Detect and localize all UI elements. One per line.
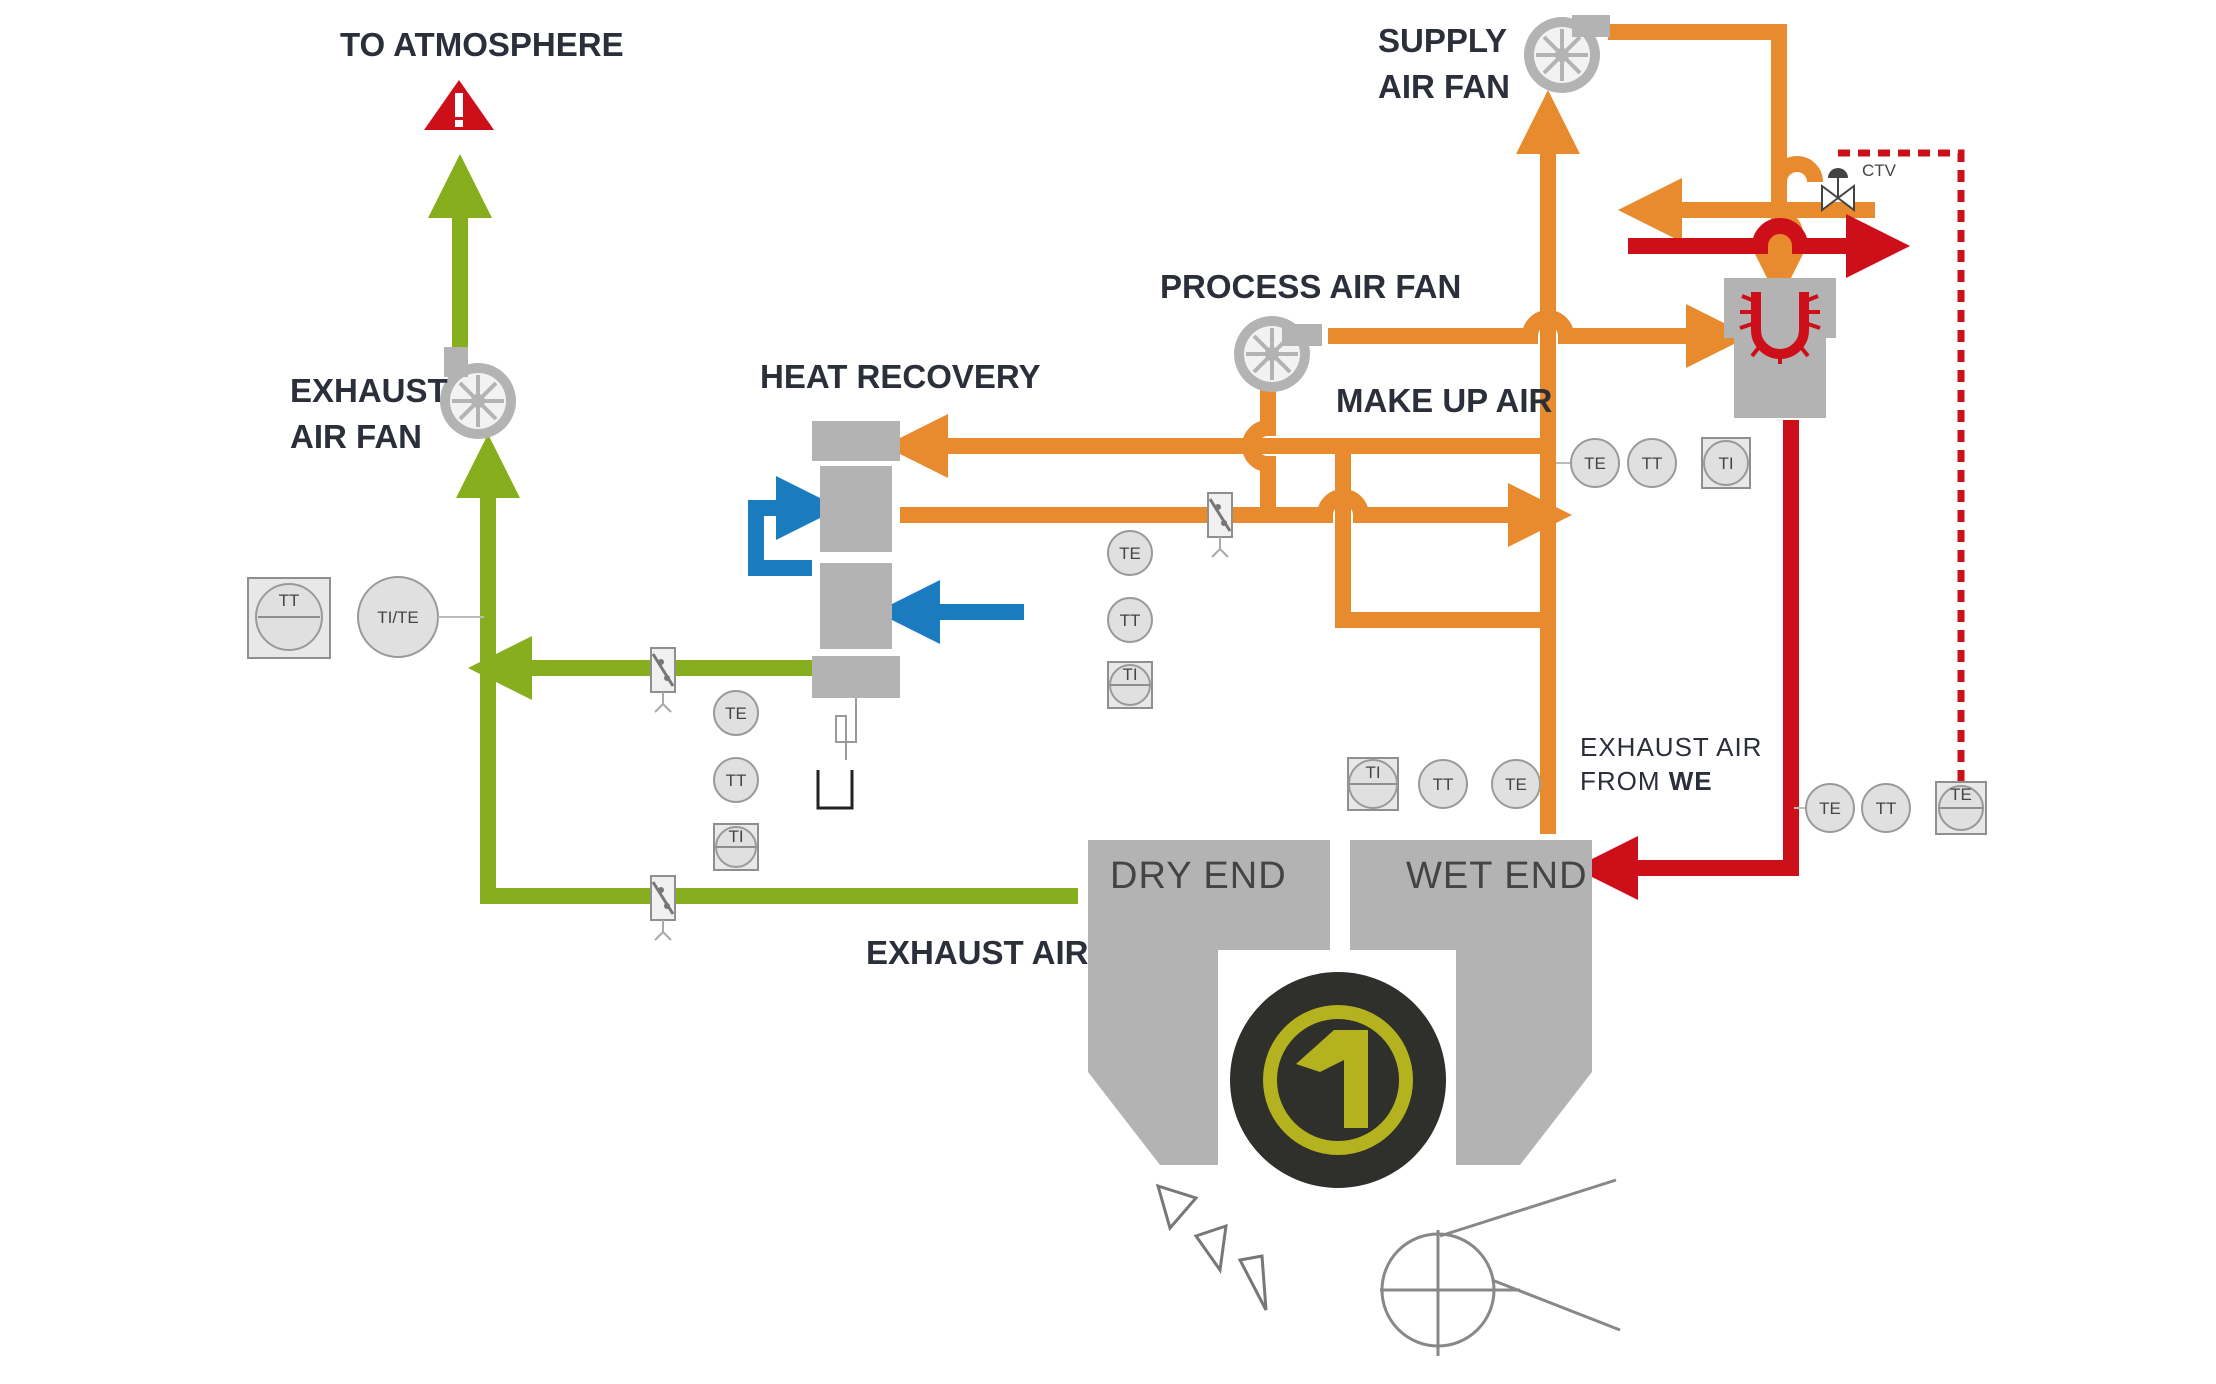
label-exhaust-air-from-we-2: FROM WE [1580,766,1713,796]
instrument-row-c: TE TT TI [1556,437,1751,489]
label-ctv: CTV [1862,161,1897,180]
svg-text:TT: TT [1120,611,1141,630]
svg-text:TT: TT [1876,799,1897,818]
damper-icon [649,646,677,714]
svg-text:TT: TT [1433,775,1454,794]
instrument-row-e: TE TT TE [1794,781,1987,835]
svg-text:TI: TI [1718,454,1733,473]
damper-icon [649,874,677,942]
burner-icon [1724,278,1836,418]
label-make-up-air: MAKE UP AIR [1336,382,1553,419]
cooling-lines [748,476,1024,644]
hot-supply-lines [1574,149,1965,900]
label-exhaust-air: EXHAUST AIR [866,934,1089,971]
svg-text:TI: TI [1122,665,1137,684]
svg-text:TE: TE [1119,544,1141,563]
label-to-atmosphere: TO ATMOSPHERE [340,26,624,63]
heat-recovery-unit [812,421,900,698]
doctor-blades [1155,1183,1268,1311]
instrument-ti-te-left: TI/TE [357,576,484,658]
supply-fan-icon [1522,15,1610,95]
exhaust-fan-icon [438,347,518,441]
damper-icon [1206,491,1234,559]
svg-text:TT: TT [726,771,747,790]
valve-icon [1821,168,1855,212]
process-air-lines [884,24,1875,834]
svg-text:TI: TI [728,827,743,846]
svg-text:TT: TT [1642,454,1663,473]
svg-text:TI: TI [1365,763,1380,782]
label-exhaust-air-fan-1: EXHAUST [290,372,448,409]
label-exhaust-air-from-we-1: EXHAUST AIR [1580,732,1762,762]
svg-text:TI/TE: TI/TE [377,608,419,627]
instrument-row-d: TI TT TE [1347,757,1541,811]
svg-text:TE: TE [1819,799,1841,818]
label-supply-air-fan-1: SUPPLY [1378,22,1507,59]
label-supply-air-fan-2: AIR FAN [1378,68,1510,105]
label-dry-end: DRY END [1110,855,1287,897]
exhaust-line [428,154,1078,904]
label-process-air-fan: PROCESS AIR FAN [1160,268,1461,305]
svg-text:TE: TE [1584,454,1606,473]
warning-icon [424,80,494,130]
svg-text:TT: TT [279,591,300,610]
process-fan-icon [1232,314,1322,394]
svg-text:TE: TE [725,704,747,723]
felt-roll [1380,1178,1621,1356]
instrument-column-a: TE TT TI [1107,530,1153,709]
instrument-column-b: TE TT TI [713,690,759,871]
svg-text:TE: TE [1505,775,1527,794]
svg-text:TE: TE [1950,785,1972,804]
instrument-tt-left: TT [247,577,331,659]
condensate-trap-icon [816,698,857,810]
label-heat-recovery: HEAT RECOVERY [760,358,1041,395]
label-exhaust-air-fan-2: AIR FAN [290,418,422,455]
logo-icon [1230,972,1446,1188]
label-wet-end: WET END [1406,855,1588,897]
